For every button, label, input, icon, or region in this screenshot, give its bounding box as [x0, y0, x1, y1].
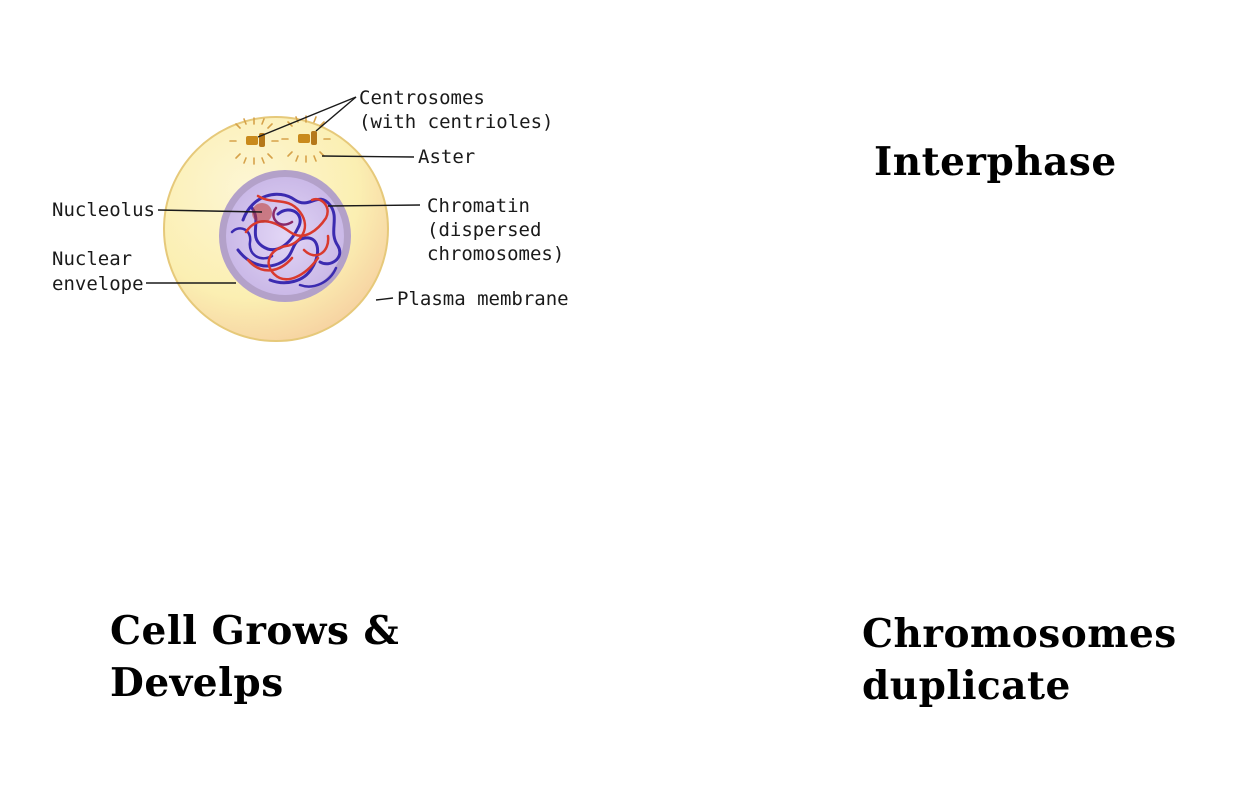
label-envelope: envelope — [52, 273, 144, 295]
label-nucleolus: Nucleolus — [52, 199, 155, 221]
heading-interphase: Interphase — [874, 139, 1117, 185]
heading-chromosomes-duplicate-line1: Chromosomes — [862, 611, 1177, 657]
nucleolus — [252, 203, 272, 223]
leader-lines — [146, 96, 421, 301]
cell-diagram: Centrosomes (with centrioles) Aster Nucl… — [52, 87, 569, 342]
heading-cell-grows: Cell Grows & Develps — [110, 605, 399, 709]
heading-chromosomes-duplicate: Chromosomes duplicate — [862, 608, 1177, 712]
heading-chromosomes-duplicate-line2: duplicate — [862, 663, 1071, 709]
heading-cell-grows-line2: Develps — [110, 660, 284, 706]
centrosome-right — [281, 115, 331, 163]
label-plasma-membrane: Plasma membrane — [397, 288, 569, 310]
label-centrosomes: Centrosomes — [359, 87, 485, 109]
label-nuclear: Nuclear — [52, 248, 132, 270]
label-chromatin-sub2: chromosomes) — [427, 243, 564, 265]
heading-cell-grows-line1: Cell Grows & — [110, 608, 400, 654]
label-centrosomes-sub: (with centrioles) — [359, 111, 553, 133]
label-chromatin-sub1: (dispersed — [427, 219, 541, 241]
label-chromatin: Chromatin — [427, 195, 530, 217]
label-aster: Aster — [418, 146, 475, 168]
